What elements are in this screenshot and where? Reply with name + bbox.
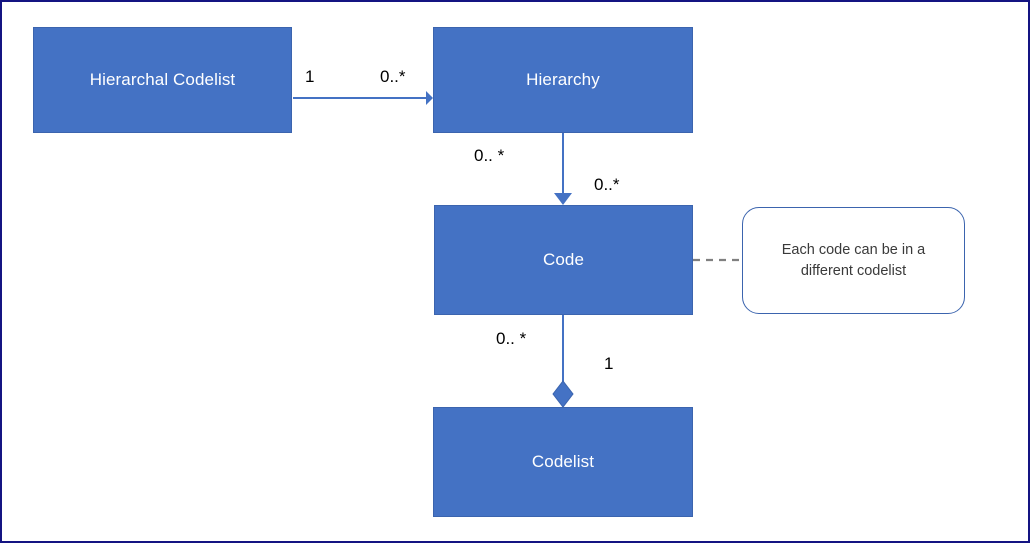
multiplicity-label-hierarchy-target: 0..* [594, 175, 620, 194]
class-box-label: Code [542, 250, 585, 269]
multiplicity-label-hc-source: 1 [305, 67, 315, 86]
arrowhead-icon [426, 91, 433, 105]
multiplicity-label-hc-target: 0..* [380, 67, 406, 86]
connector-hierarchy-to-code [554, 133, 572, 205]
class-box-label: Codelist [531, 452, 595, 471]
note-box-code[interactable]: Each code can be in a different codelist [742, 207, 965, 314]
multiplicity-label-code-source: 0.. * [496, 329, 527, 348]
class-box-hierarchy[interactable]: Hierarchy [433, 27, 693, 133]
class-box-hierarchal-codelist[interactable]: Hierarchal Codelist [33, 27, 292, 133]
note-box-text: Each code can be in a different codelist [781, 241, 926, 279]
arrowhead-icon [554, 193, 572, 205]
connector-code-to-codelist [552, 315, 574, 408]
multiplicity-label-code-target: 1 [604, 354, 614, 373]
class-box-label: Hierarchy [526, 70, 600, 89]
connector-hierarchal-codelist-to-hierarchy [293, 91, 433, 105]
class-box-codelist[interactable]: Codelist [433, 407, 693, 517]
class-box-label: Hierarchal Codelist [89, 70, 236, 89]
class-box-code[interactable]: Code [434, 205, 693, 315]
filled-diamond-icon [552, 380, 574, 408]
multiplicity-label-hierarchy-source: 0.. * [474, 146, 505, 165]
